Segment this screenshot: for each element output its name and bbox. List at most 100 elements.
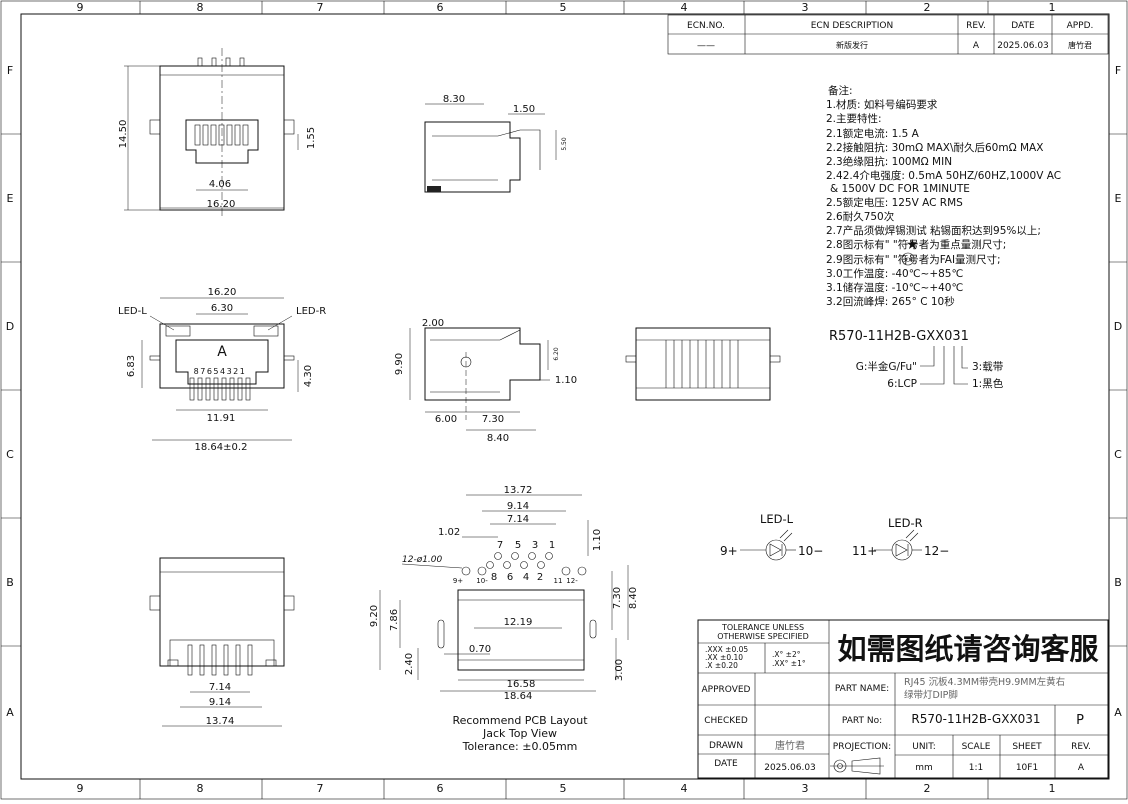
row-label-left: E: [7, 192, 14, 205]
col-label-top: 5: [560, 1, 567, 14]
note-line: 2.6耐久750次: [826, 210, 895, 223]
dim-18-64: 18.64±0.2: [195, 442, 248, 453]
note-line: 2.9图示标有" "符号者为FAI量测尺寸;: [826, 253, 1001, 266]
pcb-caption-1: Recommend PCB Layout: [452, 714, 588, 727]
col-label-bottom: 5: [560, 782, 567, 795]
ecn-row-no: ——: [697, 41, 715, 51]
pin-numbers: 87654321: [194, 367, 247, 376]
note-line: 2.7产品须做焊锡测试 粘锡面积达到95%以上;: [826, 224, 1041, 237]
dim-7-30-pcb: 7.30: [612, 587, 623, 609]
dim-11-91: 11.91: [207, 413, 236, 424]
tol-title-2: OTHERWISE SPECIFIED: [717, 632, 809, 641]
approved-label: APPROVED: [702, 685, 751, 695]
note-line: & 1500V DC FOR 1MINUTE: [830, 183, 970, 195]
star-icon: ★: [906, 237, 919, 253]
dim-7-86: 7.86: [389, 609, 400, 631]
tol-ang: .XX° ±1°: [772, 659, 806, 668]
pcb-pin-7: 7: [497, 540, 503, 551]
pcb-pin-3: 3: [532, 540, 538, 551]
note-line: 1.材质: 如料号编码要求: [826, 98, 938, 111]
date-label: DATE: [714, 759, 738, 769]
pcb-pin-4: 4: [523, 572, 529, 583]
note-line: 2.1额定电流: 1.5 A: [826, 127, 920, 140]
pcb-pin-8: 8: [491, 572, 497, 583]
dim-6-30: 6.30: [211, 303, 233, 314]
ecn-header-appd: APPD.: [1067, 21, 1094, 31]
dim-6-20: 6.20: [553, 347, 560, 361]
col-label-top: 6: [437, 1, 444, 14]
dim-8-40: 8.40: [487, 433, 509, 444]
note-line: 2.主要特性:: [826, 112, 882, 125]
row-label-left: C: [6, 448, 14, 461]
led-symbols: LED-L 9+ 10− LED-R 11+ 12−: [720, 512, 949, 561]
led-r-pin-a: 11+: [852, 544, 877, 558]
ecn-row-rev: A: [973, 41, 980, 51]
dim-5-50: 5.50: [561, 137, 568, 151]
row-label-left: A: [6, 706, 14, 719]
part-code-block: R570-11H2B-GXX031 G:半金G/Fu" 6:LCP 3:载带 1…: [829, 329, 1004, 390]
col-label-top: 4: [681, 1, 688, 14]
dim-6-00: 6.00: [435, 414, 457, 425]
part-no-label: PART No:: [842, 716, 882, 726]
part-name-line-1: RJ45 沉板4.3MM带壳H9.9MM左黄右: [904, 676, 1065, 688]
unit-value: mm: [915, 763, 933, 773]
row-label-left: D: [6, 320, 14, 333]
dim-4-06: 4.06: [209, 179, 231, 190]
col-label-bottom: 6: [437, 782, 444, 795]
code-label-g: G:半金G/Fu": [856, 360, 917, 373]
dim-18-64-pcb: 18.64: [504, 691, 533, 702]
part-name-line-2: 绿带灯DIP脚: [904, 689, 958, 701]
row-label-right: E: [1115, 192, 1122, 205]
dim-14-50: 14.50: [118, 120, 129, 149]
rev-label: REV.: [1071, 742, 1091, 752]
pcb-pin-9: 9+: [453, 577, 463, 585]
title-block: TOLERANCE UNLESS OTHERWISE SPECIFIED .XX…: [697, 619, 1109, 779]
polarity-mark: A: [217, 344, 227, 360]
pcb-pin-12: 12-: [566, 577, 578, 585]
ecn-header-desc: ECN DESCRIPTION: [811, 21, 893, 31]
code-label-1: 1:黑色: [972, 377, 1004, 390]
dim-16-58: 16.58: [507, 679, 536, 690]
tol-row: .XXX ±0.05: [705, 645, 748, 654]
checked-label: CHECKED: [704, 716, 748, 726]
dim-9-14-bottom: 9.14: [209, 697, 231, 708]
tol-row: .XX ±0.10: [705, 653, 743, 662]
dim-6-83: 6.83: [126, 355, 137, 377]
row-label-right: F: [1115, 64, 1121, 77]
pcb-layout-view: 7 5 3 1 8 6 4 2 9+ 10- 11 12- 13.72 9.14…: [369, 485, 639, 753]
note-line: 2.2接触阻抗: 30mΩ MAX\耐久后60mΩ MAX: [826, 141, 1043, 154]
rear-view-bottom: 7.14 9.14 13.74: [149, 557, 295, 727]
part-name-label: PART NAME:: [835, 684, 889, 694]
pcb-pin-1: 1: [549, 540, 555, 551]
pcb-pin-2: 2: [537, 572, 543, 583]
tol-ang: .X° ±2°: [772, 650, 801, 659]
tol-title-1: TOLERANCE UNLESS: [721, 623, 804, 632]
dim-13-72: 13.72: [504, 485, 533, 496]
note-line: 3.2回流峰焊: 265° C 10秒: [826, 295, 955, 308]
code-label-6: 6:LCP: [887, 378, 917, 390]
note-line: 3.0工作温度: -40℃~+85℃: [826, 267, 963, 280]
col-label-bottom: 2: [924, 782, 931, 795]
fai-symbol: XX: [904, 257, 912, 264]
unit-label: UNIT:: [912, 742, 936, 752]
col-label-top: 8: [197, 1, 204, 14]
dim-2-00: 2.00: [422, 318, 444, 329]
border-labels: 9 8 7 6 5 4 3 2 1 9 8 7 6 5 4 3 2 1 F E …: [6, 1, 1122, 795]
row-label-right: C: [1114, 448, 1122, 461]
service-banner: 如需图纸请咨询客服: [837, 632, 1099, 666]
led-r-pin-b: 12−: [924, 544, 949, 558]
ecn-table: ECN.NO. ECN DESCRIPTION REV. DATE APPD. …: [667, 14, 1109, 55]
dim-9-14: 9.14: [507, 501, 529, 512]
dim-16-20-mid: 16.20: [208, 287, 237, 298]
hole-callout: 12-ø1.00: [402, 555, 443, 565]
ecn-header-rev: REV.: [966, 21, 986, 31]
dim-1-10-pcb: 1.10: [592, 529, 603, 551]
sheet-value: 10F1: [1016, 763, 1038, 773]
date-value: 2025.06.03: [764, 763, 816, 773]
dim-0-70: 0.70: [469, 644, 491, 655]
col-label-bottom: 4: [681, 782, 688, 795]
rev-value: A: [1078, 763, 1085, 773]
